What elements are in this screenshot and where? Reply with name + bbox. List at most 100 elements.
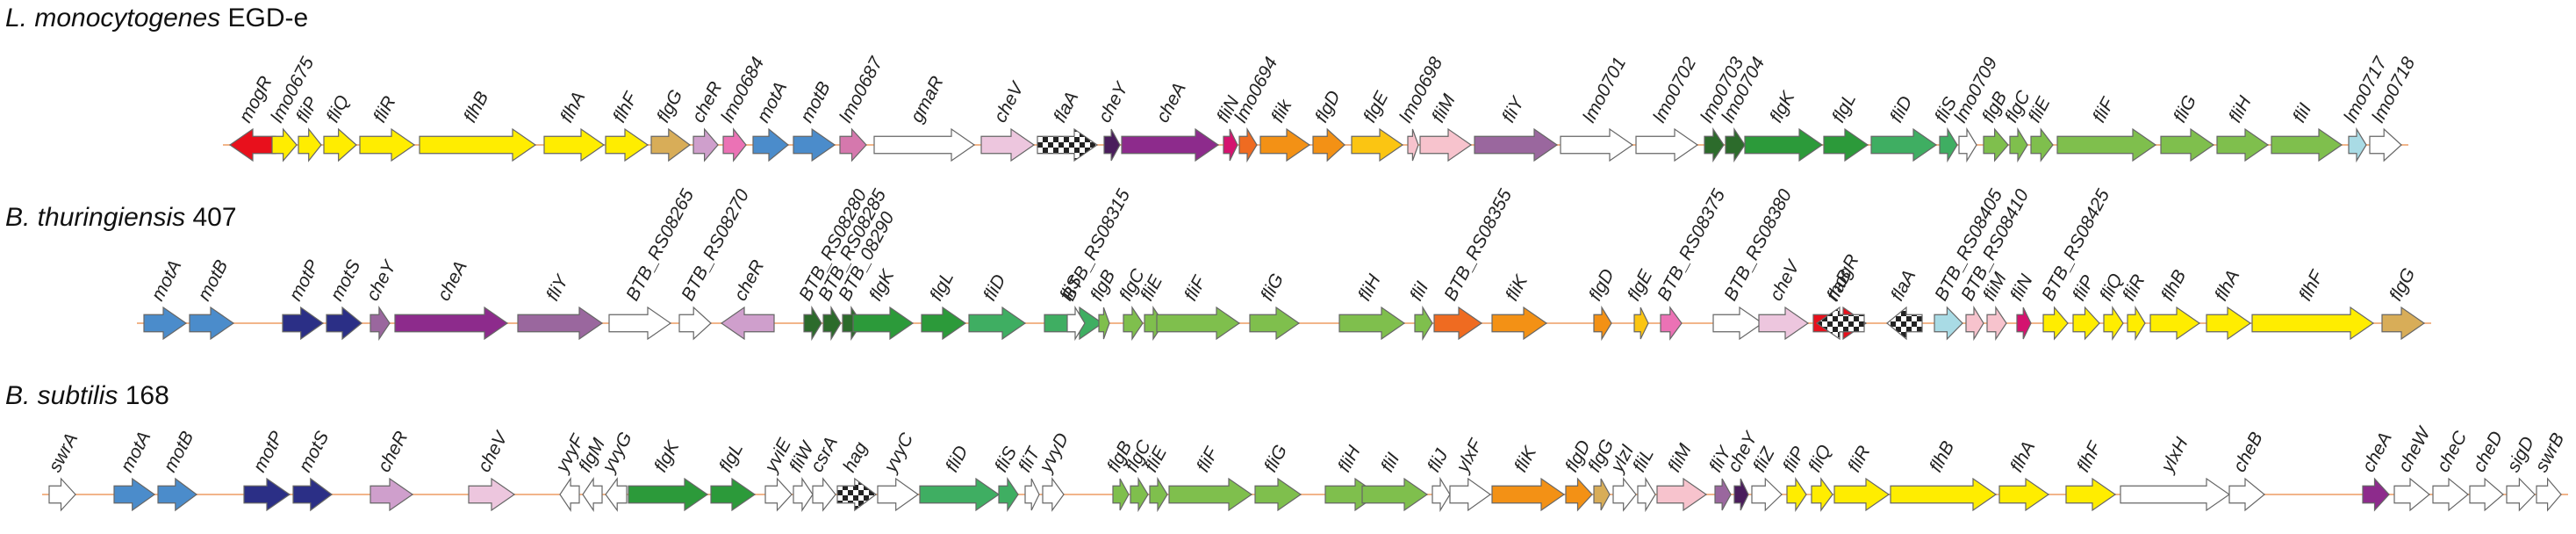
- gene-arrow-lmo0718: [2369, 127, 2402, 162]
- gene-label: fliH: [1354, 271, 1385, 304]
- gene-label: motP: [249, 428, 287, 475]
- gene-arrow-flhb: [2149, 306, 2201, 341]
- gene-label: flhB: [2157, 267, 2190, 305]
- gene-label: fliP: [1779, 444, 1809, 476]
- gene-arrow-ched: [2469, 477, 2504, 512]
- gene-arrow-flir: [2127, 305, 2146, 342]
- gene-label: motB: [797, 78, 835, 126]
- gene-label: motS: [326, 256, 364, 304]
- gene-arrow-chey: [1733, 478, 1749, 511]
- gene-label: fliI: [1377, 450, 1403, 475]
- gene-label: cheV: [990, 78, 1029, 126]
- gene-arrow-flig: [2160, 127, 2215, 162]
- gene-arrow-flhf: [2251, 306, 2375, 341]
- gene-label: flgE: [1624, 266, 1657, 305]
- gene-arrow-swrb: [2536, 477, 2562, 512]
- gene-label: motB: [160, 428, 197, 475]
- gene-label: fliR: [1844, 443, 1875, 476]
- gene-arrow-chec: [2432, 477, 2469, 512]
- gene-label: fliF: [1180, 272, 1210, 305]
- gene-label: cheY: [1094, 78, 1133, 126]
- gene-arrow-chey: [370, 306, 391, 341]
- gene-arrow-flin: [2016, 307, 2032, 340]
- gene-label: fliQ: [1805, 442, 1835, 476]
- gene-arrow-lmo0717: [2348, 126, 2367, 163]
- gene-label: fliD: [942, 443, 972, 476]
- gene-arrow-flgd: [1593, 305, 1612, 342]
- gene-arrow-csra: [812, 477, 836, 512]
- gene-label: fliG: [1257, 271, 1288, 305]
- gene-arrow-flif: [1156, 306, 1241, 341]
- gene-arrow-ylzi: [1612, 477, 1637, 512]
- gene-label: flhB: [460, 89, 492, 126]
- organism-species: B. subtilis: [5, 381, 118, 410]
- gene-arrow-btb-rs08315: [1066, 305, 1086, 342]
- gene-arrow-fliy: [1474, 127, 1559, 162]
- gene-arrow-flin: [1223, 128, 1238, 162]
- gene-label: ylxH: [2156, 434, 2192, 477]
- gene-arrow-mota: [752, 127, 789, 162]
- gene-arrow-flie: [1149, 476, 1168, 513]
- gene-label: motA: [147, 256, 185, 304]
- gene-label: swrB: [2531, 429, 2568, 475]
- gene-arrow-flgk: [628, 477, 709, 512]
- gene-arrow-mots: [292, 477, 334, 512]
- gene-label: cheV: [1766, 256, 1805, 305]
- gene-arrow-flgk: [852, 306, 915, 341]
- gene-arrow-flip: [298, 127, 322, 162]
- gene-arrow-flge: [1633, 307, 1649, 340]
- gene-arrow-flhb: [419, 127, 537, 162]
- gene-arrow-flis: [1939, 126, 1958, 163]
- gene-arrow-mots: [326, 306, 362, 341]
- gene-arrow-flii: [1361, 477, 1429, 512]
- gene-label: fliS: [991, 444, 1021, 476]
- gene-label: flgK: [1766, 88, 1799, 126]
- gene-arrow-btb-rs08410: [1965, 305, 1984, 342]
- gene-arrow-flip: [2072, 306, 2100, 341]
- gene-arrow-lmo0684: [722, 127, 747, 162]
- gene-label: fliI: [2289, 100, 2315, 126]
- gene-label: fliF: [2089, 94, 2119, 126]
- gene-arrow-lmo0704: [1725, 127, 1746, 162]
- gene-arrow-flik: [1491, 477, 1566, 512]
- gene-label: lmo0687: [836, 53, 887, 126]
- gene-arrow-btb-rs08265: [608, 306, 672, 341]
- gene-label: fliQ: [323, 92, 354, 126]
- gene-arrow-yvyd: [1042, 477, 1065, 512]
- gene-label: flgL: [715, 440, 747, 476]
- gene-arrow-flgb: [1983, 127, 2009, 162]
- gene-arrow-chea: [394, 306, 509, 341]
- gene-arrow-chew: [2393, 477, 2430, 512]
- gene-label: fliD: [979, 271, 1010, 305]
- gene-arrow-flil: [1637, 476, 1656, 513]
- gene-label: sigD: [2503, 433, 2538, 475]
- gene-label: flaA: [1050, 89, 1082, 126]
- gene-label: ylxF: [1452, 436, 1487, 478]
- gene-arrow-flie: [2030, 127, 2054, 162]
- gene-arrow-fliq: [2103, 306, 2124, 341]
- gene-arrow-hag: [836, 477, 878, 512]
- gene-arrow-btb-rs08270: [678, 306, 712, 341]
- gene-label: fliH: [2225, 92, 2256, 126]
- gene-label: fliG: [1260, 442, 1291, 476]
- gene-label: cheA: [2358, 429, 2396, 475]
- gene-arrow-ylxf: [1449, 477, 1492, 512]
- organism-strain: 407: [185, 203, 236, 232]
- gene-arrow-flim: [1656, 477, 1708, 512]
- gene-arrow-motp: [282, 306, 325, 341]
- gene-arrow-flid: [919, 477, 1001, 512]
- gene-arrow-yvyc: [877, 477, 920, 512]
- gene-arrow-flgb: [1098, 307, 1110, 340]
- gene-label: fliK: [1510, 443, 1540, 475]
- gene-arrow-yvie: [764, 477, 793, 512]
- gene-arrow-lmo0702: [1635, 127, 1699, 162]
- gene-label: flik: [1267, 96, 1296, 126]
- gene-arrow-flgg: [1593, 478, 1611, 511]
- gene-label: motS: [295, 428, 333, 475]
- gene-arrow-flit: [1024, 478, 1040, 511]
- gene-arrow-fliz: [1751, 477, 1783, 512]
- gene-label: flhA: [556, 89, 589, 126]
- gene-arrow-fliq: [1811, 477, 1833, 512]
- gene-label: yvyC: [879, 429, 918, 478]
